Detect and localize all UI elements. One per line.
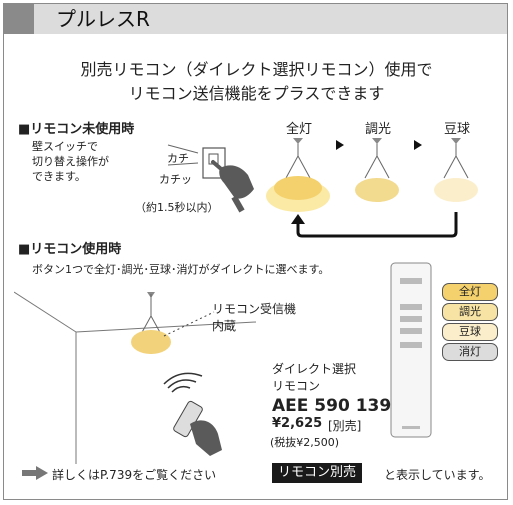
timing-note: （約1.5秒以内）: [135, 201, 219, 214]
product-price-note: [別売]: [328, 419, 362, 433]
click-sound-2: カチッ: [159, 173, 192, 186]
header-marker: [4, 4, 34, 34]
remote-button-off: 消灯: [442, 343, 498, 361]
product-code: AEE 590 139: [272, 396, 392, 416]
remote-button-nightlight: 豆球: [442, 323, 498, 341]
no-remote-desc-2: 切り替え操作が: [32, 155, 109, 168]
arrow-right-icon: [414, 140, 422, 150]
receiver-label-2: 内蔵: [212, 319, 237, 333]
arrow-right-icon: [336, 140, 344, 150]
mode-label-full: 全灯: [286, 122, 313, 137]
lamp-mode-illustration: [266, 138, 478, 238]
footer-reference: 詳しくはP.739をご覧ください: [52, 468, 217, 482]
remote-desc: ボタン1つで全灯･調光･豆球･消灯がダイレクトに選べます。: [32, 263, 330, 276]
product-price: ¥2,625: [272, 416, 323, 431]
intro-line-2: リモコン送信機能をプラスできます: [128, 84, 385, 103]
mode-label-nightlight: 豆球: [444, 122, 471, 137]
product-name-1: ダイレクト選択: [272, 362, 357, 376]
receiver-label-1: リモコン受信機: [212, 302, 297, 316]
remote-button-dim: 調光: [442, 303, 498, 321]
page-title: プルレスR: [56, 7, 150, 31]
wall-switch-illustration: [167, 144, 254, 213]
arrow-right-icon: [22, 466, 48, 480]
footer-note: と表示しています。: [384, 468, 491, 482]
room-illustration: [14, 291, 257, 464]
no-remote-desc-1: 壁スイッチで: [32, 140, 98, 153]
page-frame: [3, 3, 508, 500]
section-remote-title: ■リモコン使用時: [18, 242, 122, 257]
arrow-up-icon: [291, 214, 305, 224]
remote-device: [390, 262, 432, 438]
mode-label-dim: 調光: [365, 122, 392, 137]
product-name-2: リモコン: [272, 379, 321, 393]
remote-sold-separately-badge: リモコン別売: [272, 463, 363, 483]
remote-button-full: 全灯: [442, 283, 498, 301]
section-no-remote-title: ■リモコン未使用時: [18, 122, 135, 137]
no-remote-desc-3: できます。: [32, 170, 86, 183]
intro-line-1: 別売リモコン（ダイレクト選択リモコン）使用で: [80, 60, 433, 79]
product-price-ex: (税抜¥2,500): [270, 436, 340, 449]
click-sound-1: カチ: [167, 152, 189, 165]
header-bar: プルレスR: [4, 4, 507, 34]
